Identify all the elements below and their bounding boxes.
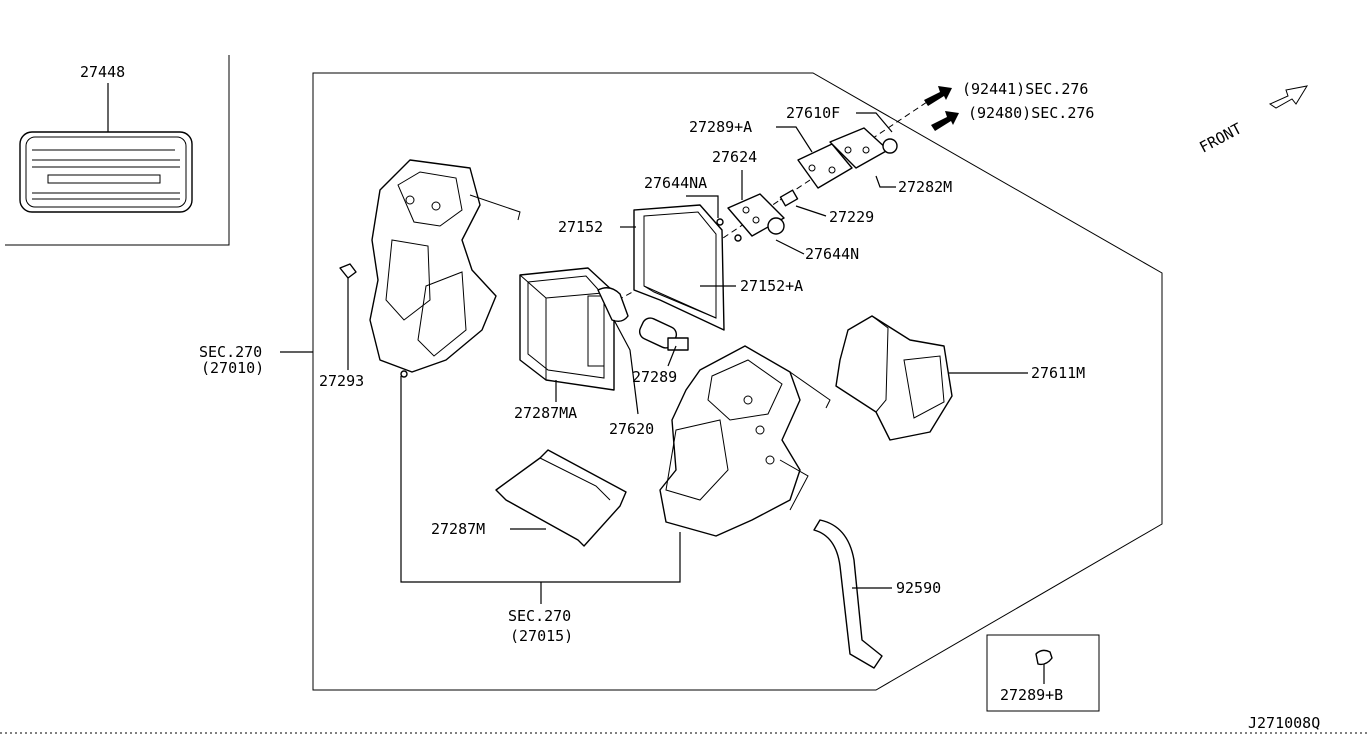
heater-unit-right[interactable]: [659, 345, 831, 537]
caution-label-part[interactable]: [19, 131, 193, 213]
leader-27229: [795, 205, 827, 217]
leader-27620: [613, 319, 639, 415]
tray-27287M[interactable]: [495, 449, 627, 547]
label-27152A: 27152+A: [740, 277, 803, 295]
label-92590: 92590: [896, 579, 941, 597]
label-sec270-a: SEC.270: [199, 343, 262, 361]
heater-core-27287MA[interactable]: [519, 267, 615, 391]
label-sec270-b-code: (27015): [510, 627, 573, 645]
leader-27282M: [875, 175, 896, 188]
duct-27611M[interactable]: [835, 315, 953, 441]
leader-27289A: [776, 126, 813, 153]
label-27152: 27152: [558, 218, 603, 236]
label-sec270-b: SEC.270: [508, 607, 571, 625]
assembly-outline: [312, 72, 1163, 691]
label-27289B: 27289+B: [1000, 686, 1063, 704]
label-27289: 27289: [632, 368, 677, 386]
valve-27289[interactable]: [637, 315, 689, 351]
heater-unit-left[interactable]: [369, 159, 521, 378]
bolt-27229[interactable]: [779, 189, 799, 207]
front-label: FRONT: [1196, 119, 1244, 156]
label-27289A: 27289+A: [689, 118, 752, 136]
duct-arrow-icons: [924, 86, 959, 131]
leader-27610F: [856, 112, 893, 133]
leader-27289: [667, 345, 677, 367]
pipe-27620[interactable]: [597, 287, 629, 323]
label-92480-sec276: (92480)SEC.276: [968, 104, 1094, 122]
inset-27289B-frame: [986, 634, 1100, 712]
label-inset-frame: [5, 55, 230, 246]
clip-27293[interactable]: [339, 263, 357, 279]
drain-hose-92590[interactable]: [813, 519, 883, 669]
connector-plate-27610F[interactable]: [797, 143, 853, 189]
label-92441-sec276: (92441)SEC.276: [962, 80, 1088, 98]
label-27644N: 27644N: [805, 245, 859, 263]
label-27620: 27620: [609, 420, 654, 438]
label-27293: 27293: [319, 372, 364, 390]
clip-27289B[interactable]: [1035, 649, 1053, 684]
label-27282M: 27282M: [898, 178, 952, 196]
screw-27644N[interactable]: [734, 234, 742, 242]
sensor-27624[interactable]: [727, 193, 785, 237]
label-27287MA: 27287MA: [514, 404, 577, 422]
label-27611M: 27611M: [1031, 364, 1085, 382]
label-27624: 27624: [712, 148, 757, 166]
label-27644NA: 27644NA: [644, 174, 707, 192]
diagram-id: J271008Q: [1248, 714, 1320, 732]
connector-plate-27282M[interactable]: [829, 127, 898, 169]
label-27229: 27229: [829, 208, 874, 226]
leader-27644NA: [686, 195, 719, 218]
screw-27644NA[interactable]: [716, 218, 724, 226]
leader-27644N: [775, 239, 805, 255]
front-arrow-icon: FRONT: [1196, 85, 1309, 157]
label-27610F: 27610F: [786, 104, 840, 122]
filter-frame-27152[interactable]: [633, 204, 725, 331]
label-27448: 27448: [80, 63, 125, 81]
label-sec270-a-code: (27010): [201, 359, 264, 377]
label-27287M: 27287M: [431, 520, 485, 538]
